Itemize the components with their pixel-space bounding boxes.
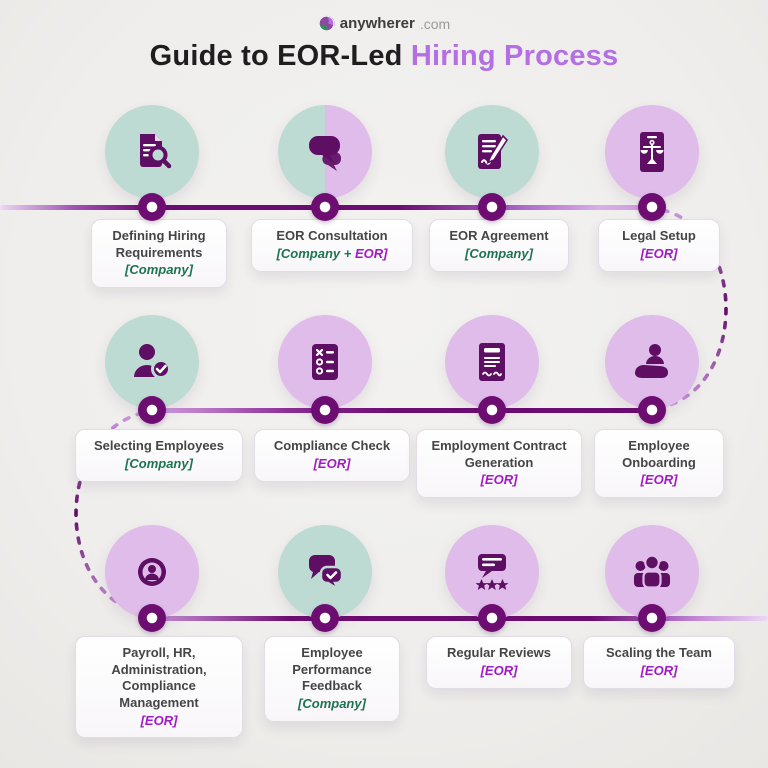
brand: anywherer.com bbox=[0, 15, 768, 32]
page-title: Guide to EOR-Led Hiring Process bbox=[0, 40, 768, 73]
chat-check-icon bbox=[301, 548, 349, 596]
owner-eor: EOR] bbox=[354, 245, 388, 261]
owner-eor: [EOR] bbox=[480, 472, 518, 488]
step-title: Scaling the Team bbox=[606, 645, 712, 660]
step-card: Employment Contract Generation [EOR] bbox=[416, 429, 582, 499]
step-title: Defining Hiring Requirements bbox=[112, 228, 206, 260]
step-owner-label: [Company + EOR] bbox=[258, 246, 406, 263]
timeline-node bbox=[638, 604, 666, 632]
step-icon-circle bbox=[605, 315, 699, 409]
step-card: Employee Performance Feedback [Company] bbox=[264, 636, 400, 722]
step-icon-circle bbox=[445, 315, 539, 409]
owner-eor: [EOR] bbox=[480, 662, 518, 678]
step-icon-circle bbox=[105, 105, 199, 199]
step-icon-circle bbox=[278, 525, 372, 619]
brand-suffix: .com bbox=[419, 15, 451, 32]
page-title-highlight: Hiring Process bbox=[410, 40, 619, 72]
step-owner-label: [Company] bbox=[271, 696, 393, 713]
review-stars-icon bbox=[468, 548, 516, 596]
timeline-row3-line bbox=[140, 616, 768, 621]
gear-person-icon bbox=[128, 548, 176, 596]
team-icon bbox=[628, 548, 676, 596]
timeline-node bbox=[138, 604, 166, 632]
hand-person-icon bbox=[628, 338, 676, 386]
step-icon-circle bbox=[105, 315, 199, 409]
timeline-node bbox=[478, 604, 506, 632]
step-card: Scaling the Team [EOR] bbox=[583, 636, 735, 689]
owner-eor: [EOR] bbox=[640, 245, 678, 261]
step-icon-circle bbox=[605, 105, 699, 199]
step-card: Selecting Employees [Company] bbox=[75, 429, 243, 482]
step-card: Employee Onboarding [EOR] bbox=[594, 429, 724, 499]
timeline-node bbox=[638, 193, 666, 221]
step-title: Employment Contract Generation bbox=[431, 438, 567, 470]
step-card: Payroll, HR, Administration, Compliance … bbox=[75, 636, 243, 739]
brand-name: anywherer bbox=[339, 15, 415, 32]
owner-company: [Company] bbox=[465, 245, 533, 261]
page-title-prefix: Guide to EOR-Led bbox=[149, 40, 411, 72]
timeline-node bbox=[138, 396, 166, 424]
step-owner-label: [EOR] bbox=[261, 456, 403, 473]
timeline-row2-line bbox=[140, 408, 666, 413]
step-owner-label: [EOR] bbox=[82, 713, 236, 730]
step-title: Selecting Employees bbox=[93, 438, 225, 453]
timeline-node bbox=[478, 193, 506, 221]
owner-eor: [EOR] bbox=[640, 472, 678, 488]
timeline-node bbox=[638, 396, 666, 424]
step-card: Regular Reviews [EOR] bbox=[426, 636, 572, 689]
step-card: Compliance Check [EOR] bbox=[254, 429, 410, 482]
step-icon-circle bbox=[445, 105, 539, 199]
timeline-node bbox=[478, 396, 506, 424]
step-card: EOR Agreement [Company] bbox=[429, 219, 569, 272]
step-icon-circle bbox=[278, 315, 372, 409]
owner-company: [Company] bbox=[125, 262, 193, 278]
document-pen-icon bbox=[468, 128, 516, 176]
step-owner-label: [EOR] bbox=[590, 663, 728, 680]
timeline-node bbox=[311, 396, 339, 424]
step-title: Payroll, HR, Administration, Compliance … bbox=[111, 645, 207, 710]
step-title: Regular Reviews bbox=[446, 645, 552, 660]
step-owner-label: [Company] bbox=[82, 456, 236, 473]
contract-document-icon bbox=[468, 338, 516, 386]
timeline-node bbox=[311, 604, 339, 632]
step-owner-label: [Company] bbox=[98, 262, 220, 279]
step-title: EOR Consultation bbox=[276, 228, 388, 243]
chat-bubbles-icon bbox=[301, 128, 349, 176]
step-card: EOR Consultation [Company + EOR] bbox=[251, 219, 413, 272]
step-title: EOR Agreement bbox=[449, 228, 549, 243]
owner-company: [Company + bbox=[276, 245, 355, 261]
step-card: Legal Setup [EOR] bbox=[598, 219, 720, 272]
timeline-node bbox=[311, 193, 339, 221]
owner-eor: [EOR] bbox=[313, 455, 351, 471]
timeline-node bbox=[138, 193, 166, 221]
owner-company: [Company] bbox=[125, 455, 193, 471]
owner-eor: [EOR] bbox=[640, 662, 678, 678]
owner-company: [Company] bbox=[298, 695, 366, 711]
person-check-icon bbox=[128, 338, 176, 386]
step-owner-label: [Company] bbox=[436, 246, 562, 263]
step-title: Legal Setup bbox=[622, 228, 696, 243]
globe-icon bbox=[318, 15, 335, 32]
step-title: Employee Onboarding bbox=[622, 438, 696, 470]
step-title: Employee Performance Feedback bbox=[292, 645, 372, 694]
document-search-icon bbox=[128, 128, 176, 176]
step-icon-circle bbox=[445, 525, 539, 619]
step-owner-label: [EOR] bbox=[605, 246, 713, 263]
step-owner-label: [EOR] bbox=[601, 472, 717, 489]
step-title: Compliance Check bbox=[273, 438, 391, 453]
step-owner-label: [EOR] bbox=[433, 663, 565, 680]
step-icon-circle bbox=[605, 525, 699, 619]
step-icon-circle bbox=[278, 105, 372, 199]
legal-scales-icon bbox=[628, 128, 676, 176]
step-owner-label: [EOR] bbox=[423, 472, 575, 489]
checklist-icon bbox=[301, 338, 349, 386]
step-card: Defining Hiring Requirements [Company] bbox=[91, 219, 227, 289]
owner-eor: [EOR] bbox=[140, 712, 178, 728]
